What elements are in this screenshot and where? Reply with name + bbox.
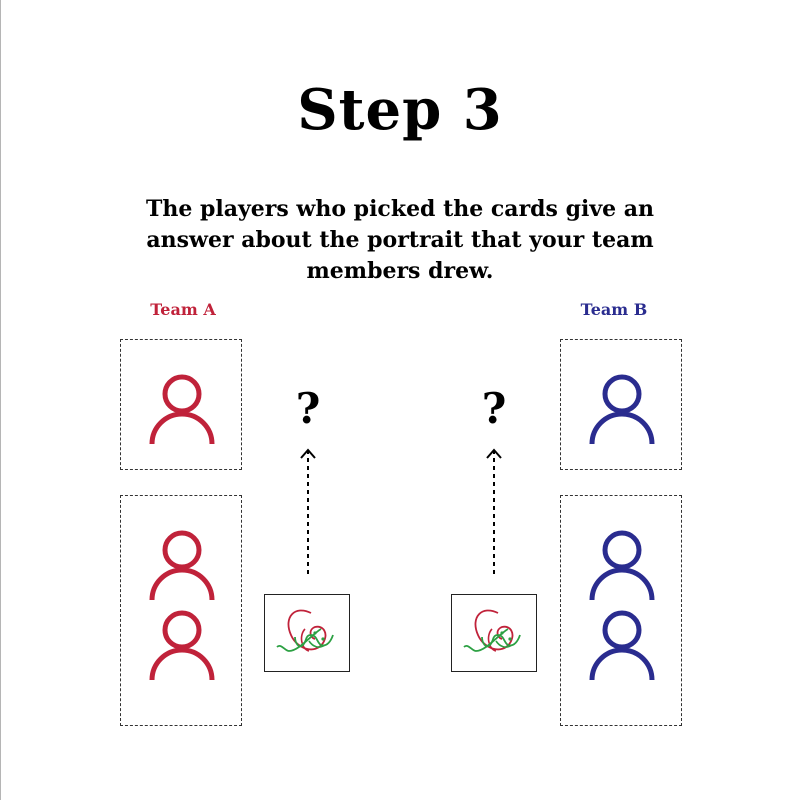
person-icon xyxy=(149,530,215,601)
person-icon xyxy=(149,374,215,445)
instruction-text: The players who picked the cards give an… xyxy=(145,196,655,284)
person-icon xyxy=(149,610,215,681)
step-title: Step 3 xyxy=(297,77,503,143)
portrait-drawing-icon xyxy=(463,609,521,652)
portrait-drawing-icon xyxy=(276,609,334,652)
team-b-guesser-box xyxy=(560,339,682,470)
arrow-up-icon xyxy=(300,448,316,578)
team-a-drawers-box xyxy=(120,495,242,726)
team-b-drawers-box xyxy=(560,495,682,726)
left-edge-rule xyxy=(0,0,1,800)
person-icon xyxy=(589,374,655,445)
team-a-guesser-box xyxy=(120,339,242,470)
person-icon xyxy=(589,530,655,601)
portrait-card-right xyxy=(451,594,537,672)
question-mark-left: ? xyxy=(295,384,321,433)
question-mark-right: ? xyxy=(481,384,507,433)
team-a-label: Team A xyxy=(150,300,216,319)
person-icon xyxy=(589,610,655,681)
team-b-label: Team B xyxy=(580,300,648,319)
arrow-up-icon xyxy=(486,448,502,578)
portrait-card-left xyxy=(264,594,350,672)
